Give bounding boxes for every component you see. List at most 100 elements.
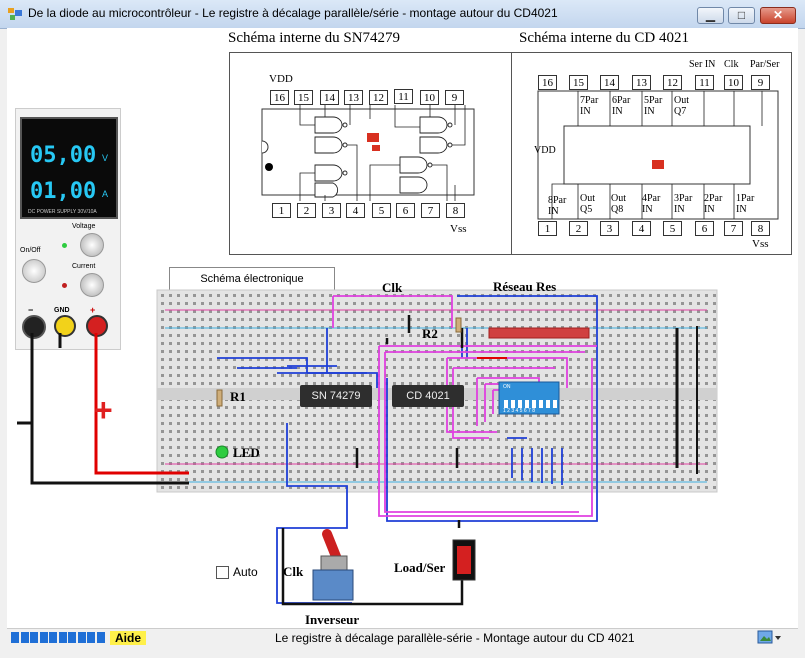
current-led [62, 283, 67, 288]
negative-terminal[interactable] [22, 315, 46, 339]
dip-on-label: ON [503, 384, 511, 390]
load-ser-switch[interactable] [453, 540, 475, 580]
status-bar: Aide Le registre à décalage parallèle-sé… [7, 628, 798, 647]
pin-1: 1 [272, 203, 291, 218]
7par-in-label: 7Par IN [580, 95, 599, 117]
progress-segment [49, 632, 57, 643]
voltage-knob[interactable] [80, 233, 104, 257]
pin-13: 13 [344, 90, 363, 105]
5par-in-label: 5Par IN [644, 95, 663, 117]
help-button[interactable]: Aide [110, 631, 146, 645]
chip-sn74279: SN 74279 [300, 385, 372, 407]
progress-segment [68, 632, 76, 643]
pin-11: 11 [394, 89, 413, 104]
out-q5-label: Out Q5 [580, 193, 595, 215]
gnd-terminal[interactable] [54, 315, 76, 337]
4par-in-label: 4Par IN [642, 193, 661, 215]
schema-cd4021-title: Schéma interne du CD 4021 [519, 30, 689, 46]
pin-16: 16 [270, 90, 289, 105]
progress-segment [96, 632, 105, 643]
pin-6: 6 [396, 203, 415, 218]
pin-1: 1 [538, 221, 557, 236]
window-title: De la diode au microcontrôleur - Le regi… [28, 6, 558, 20]
progress-bar [11, 629, 107, 647]
maximize-icon: □ [737, 8, 746, 22]
1par-in-label: 1Par IN [736, 193, 755, 215]
pin-2: 2 [569, 221, 588, 236]
progress-segment [39, 632, 48, 643]
vss-label: Vss [752, 238, 769, 250]
pin-3: 3 [600, 221, 619, 236]
inverseur-label: Inverseur [305, 612, 360, 627]
6par-in-label: 6Par IN [612, 95, 631, 117]
pin-15: 15 [569, 75, 588, 90]
title-bar: De la diode au microcontrôleur - Le regi… [0, 0, 805, 29]
progress-segment [30, 632, 38, 643]
load-ser-label: Load/Ser [394, 560, 446, 575]
progress-segment [58, 632, 67, 643]
dip-numbers: 1 2 3 4 5 6 7 8 [503, 408, 535, 414]
tab-schema-electronique[interactable]: Schéma électronique [169, 267, 335, 290]
close-icon: ✕ [772, 8, 784, 22]
sn74279-gates [261, 105, 475, 201]
power-supply: 05,00 V 01,00 A DC POWER SUPPLY 30V/10A … [15, 108, 121, 350]
pin-8: 8 [751, 221, 770, 236]
r1-label: R1 [230, 389, 246, 404]
auto-label: Auto [233, 565, 258, 579]
clk-label: Clk [382, 280, 403, 295]
pin-14: 14 [600, 75, 619, 90]
app-icon [8, 8, 22, 20]
vdd-label: VDD [269, 73, 293, 85]
voltage-readout: 05,00 [30, 143, 97, 168]
close-button[interactable]: ✕ [760, 7, 796, 24]
pin-9: 9 [751, 75, 770, 90]
pin-10: 10 [420, 90, 439, 105]
pin-4: 4 [346, 203, 365, 218]
psu-caption: DC POWER SUPPLY 30V/10A [28, 209, 97, 215]
clk-switch-label: Clk [283, 564, 304, 579]
pin-10: 10 [724, 75, 743, 90]
pin-12: 12 [663, 75, 682, 90]
gnd-label: GND [54, 307, 70, 314]
pin-15: 15 [294, 90, 313, 105]
minimize-icon: ▁ [705, 8, 716, 22]
pin-4: 4 [632, 221, 651, 236]
3par-in-label: 3Par IN [674, 193, 693, 215]
minus-label: − [28, 305, 34, 315]
out-q7-label: Out Q7 [674, 95, 689, 117]
pin-7: 7 [724, 221, 743, 236]
vss-label: Vss [450, 223, 467, 235]
cd4021-body [537, 90, 779, 220]
vdd-label: VDD [534, 145, 556, 156]
led-label: LED [233, 445, 260, 460]
minimize-button[interactable]: ▁ [697, 7, 724, 24]
picture-dropdown-button[interactable] [757, 630, 783, 646]
pin-3: 3 [322, 203, 341, 218]
maximize-button[interactable]: □ [728, 7, 755, 24]
big-plus-label: + [94, 392, 113, 428]
plus-label: + [90, 305, 96, 315]
psu-display: 05,00 V 01,00 A DC POWER SUPPLY 30V/10A [20, 117, 118, 219]
pin-6: 6 [695, 221, 714, 236]
chip-cd4021: CD 4021 [392, 385, 464, 407]
inverseur-switch[interactable] [317, 536, 353, 602]
pin-14: 14 [320, 90, 339, 105]
progress-segment [20, 632, 29, 643]
current-unit: A [102, 189, 109, 199]
pin-12: 12 [369, 90, 388, 105]
onoff-button[interactable] [22, 259, 46, 283]
par-ser-label: Par/Ser [750, 59, 780, 70]
power-led [62, 243, 67, 248]
client-area: Schéma interne du SN74279 VDD Vss 16 15 … [7, 28, 798, 628]
8par-in-label: 8Par IN [548, 195, 567, 217]
status-message: Le registre à décalage parallèle-série -… [275, 631, 635, 645]
pin-16: 16 [538, 75, 557, 90]
out-q8-label: Out Q8 [611, 193, 626, 215]
pin-5: 5 [663, 221, 682, 236]
2par-in-label: 2Par IN [704, 193, 723, 215]
pin-8: 8 [446, 203, 465, 218]
auto-checkbox[interactable] [216, 566, 229, 579]
current-knob[interactable] [80, 273, 104, 297]
r2-label: R2 [422, 326, 438, 341]
pin-11: 11 [695, 75, 714, 90]
